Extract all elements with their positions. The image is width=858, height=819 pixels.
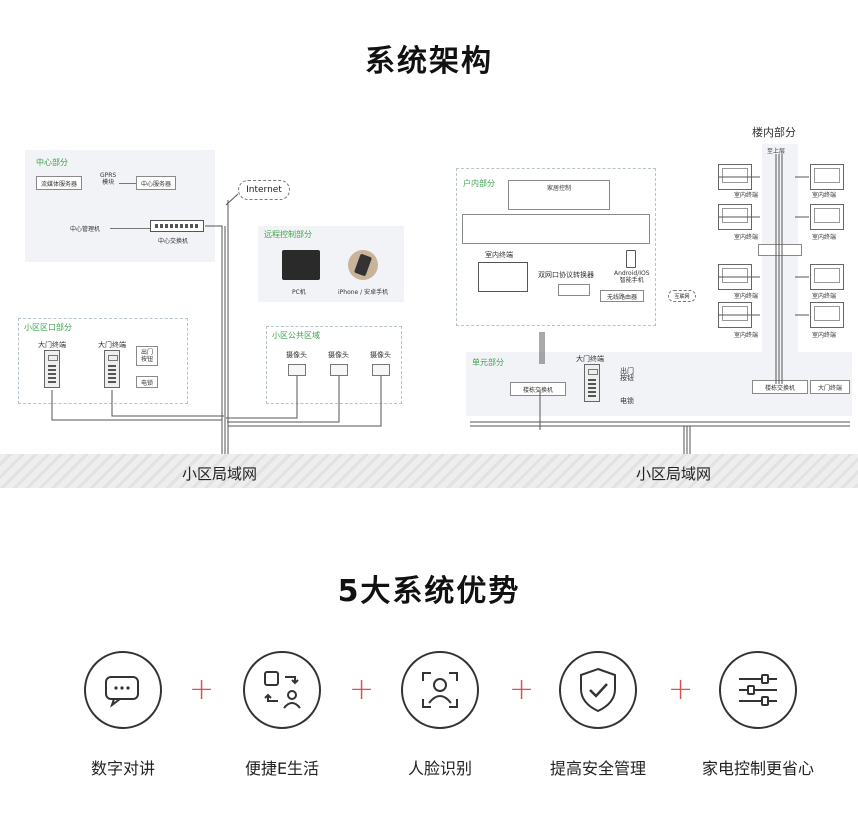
entrance-door1-label: 大门终端 <box>38 341 66 349</box>
advantage-circle-3 <box>401 651 479 729</box>
shield-check-icon <box>580 667 616 713</box>
door-terminal-icon <box>44 350 60 388</box>
center-switch-device <box>150 220 204 232</box>
plus-icon: + <box>509 672 535 707</box>
center-manager-label: 中心管理机 <box>70 226 101 233</box>
entrance-region <box>18 318 188 404</box>
camera-label-1: 摄像头 <box>286 351 307 359</box>
architecture-title: 系统架构 <box>365 44 493 79</box>
internet-cloud-right: 互联网 <box>668 290 696 302</box>
advantage-label-4: 提高安全管理 <box>549 759 646 778</box>
floor-switch-device <box>758 244 802 256</box>
internet-cloud: Internet <box>238 180 290 200</box>
smartphone-icon <box>626 250 636 268</box>
lan-band <box>0 454 858 488</box>
advantage-label-2: 便捷E生活 <box>244 759 320 778</box>
advantage-circle-5 <box>719 651 797 729</box>
camera-icon <box>288 364 306 376</box>
chat-icon <box>105 676 139 708</box>
advantage-circle-2 <box>243 651 321 729</box>
left-lan-label: 小区局域网 <box>182 465 258 483</box>
pc-icon <box>282 250 320 280</box>
camera-icon <box>372 364 390 376</box>
center-panel <box>25 150 215 262</box>
converter-device <box>558 284 590 296</box>
advantages-title: 5大系统优势 <box>337 574 521 609</box>
right-wiring <box>470 154 850 454</box>
advantage-label-5: 家电控制更省心 <box>701 759 814 778</box>
phone-label: iPhone / 安卓手机 <box>338 289 389 296</box>
home-control-box: 家居控制 <box>508 180 610 210</box>
public-region <box>266 326 402 404</box>
center-label: 中心部分 <box>36 158 68 167</box>
center-server-box: 中心服务器 <box>136 176 176 190</box>
plus-icon: + <box>189 672 215 707</box>
indoor-terminal-icon <box>478 262 528 292</box>
plus-icon: + <box>349 672 375 707</box>
camera-icon <box>330 364 348 376</box>
lock-box: 电锁 <box>136 376 158 388</box>
door-terminal-icon <box>104 350 120 388</box>
camera-label-2: 摄像头 <box>328 351 349 359</box>
advantage-circle-4 <box>559 651 637 729</box>
sliders-icon <box>739 674 777 706</box>
indoor-terminal-icon <box>810 264 844 290</box>
indoor-terminal-icon <box>810 164 844 190</box>
unit-lock-label: 电锁 <box>620 397 634 405</box>
indoor-terminal-label: 室内终端 <box>485 251 513 259</box>
media-server-box: 流媒体服务器 <box>36 176 82 190</box>
face-id-icon <box>422 672 458 708</box>
unit-switch-right: 楼栋交换机 <box>752 380 808 394</box>
exchange-icon <box>264 671 301 709</box>
building-label: 楼内部分 <box>752 126 796 139</box>
exit-button-box: 出门 按钮 <box>136 346 158 366</box>
plus-icon: + <box>668 672 694 707</box>
household-devices-box <box>462 214 650 244</box>
household-label: 户内部分 <box>463 179 495 188</box>
entrance-door2-label: 大门终端 <box>98 341 126 349</box>
unit-switch-left: 楼栋交换机 <box>510 382 566 396</box>
remote-label: 远程控制部分 <box>264 230 312 239</box>
roof-label: 至上层 <box>767 148 786 155</box>
advantage-label-3: 人脸识别 <box>407 759 472 778</box>
phone-hand-icon <box>348 250 378 280</box>
indoor-terminal-icon <box>810 302 844 328</box>
router-box: 无线路由器 <box>600 290 644 302</box>
door-terminal-icon <box>584 364 600 402</box>
advantage-label-1: 数字对讲 <box>90 759 155 778</box>
converter-label: 双网口协议转换器 <box>538 271 594 279</box>
left-wiring <box>51 193 382 455</box>
household-region <box>456 168 656 326</box>
unit-door-right: 大门终端 <box>810 380 850 394</box>
entrance-label: 小区区口部分 <box>24 323 72 332</box>
center-switch-label: 中心交换机 <box>158 238 189 245</box>
camera-label-3: 摄像头 <box>370 351 391 359</box>
unit-label: 单元部分 <box>472 358 504 367</box>
smartphone-label: Android/IOS 智能手机 <box>614 270 650 284</box>
unit-exit-label: 出门 按钮 <box>620 367 634 382</box>
advantage-circle-1 <box>84 651 162 729</box>
public-label: 小区公共区域 <box>272 331 320 340</box>
right-lan-label: 小区局域网 <box>636 465 712 483</box>
unit-door-label: 大门终端 <box>576 355 604 363</box>
gprs-label: GPRS 模块 <box>100 172 117 186</box>
pc-label: PC机 <box>292 289 306 296</box>
indoor-terminal-icon <box>810 204 844 230</box>
